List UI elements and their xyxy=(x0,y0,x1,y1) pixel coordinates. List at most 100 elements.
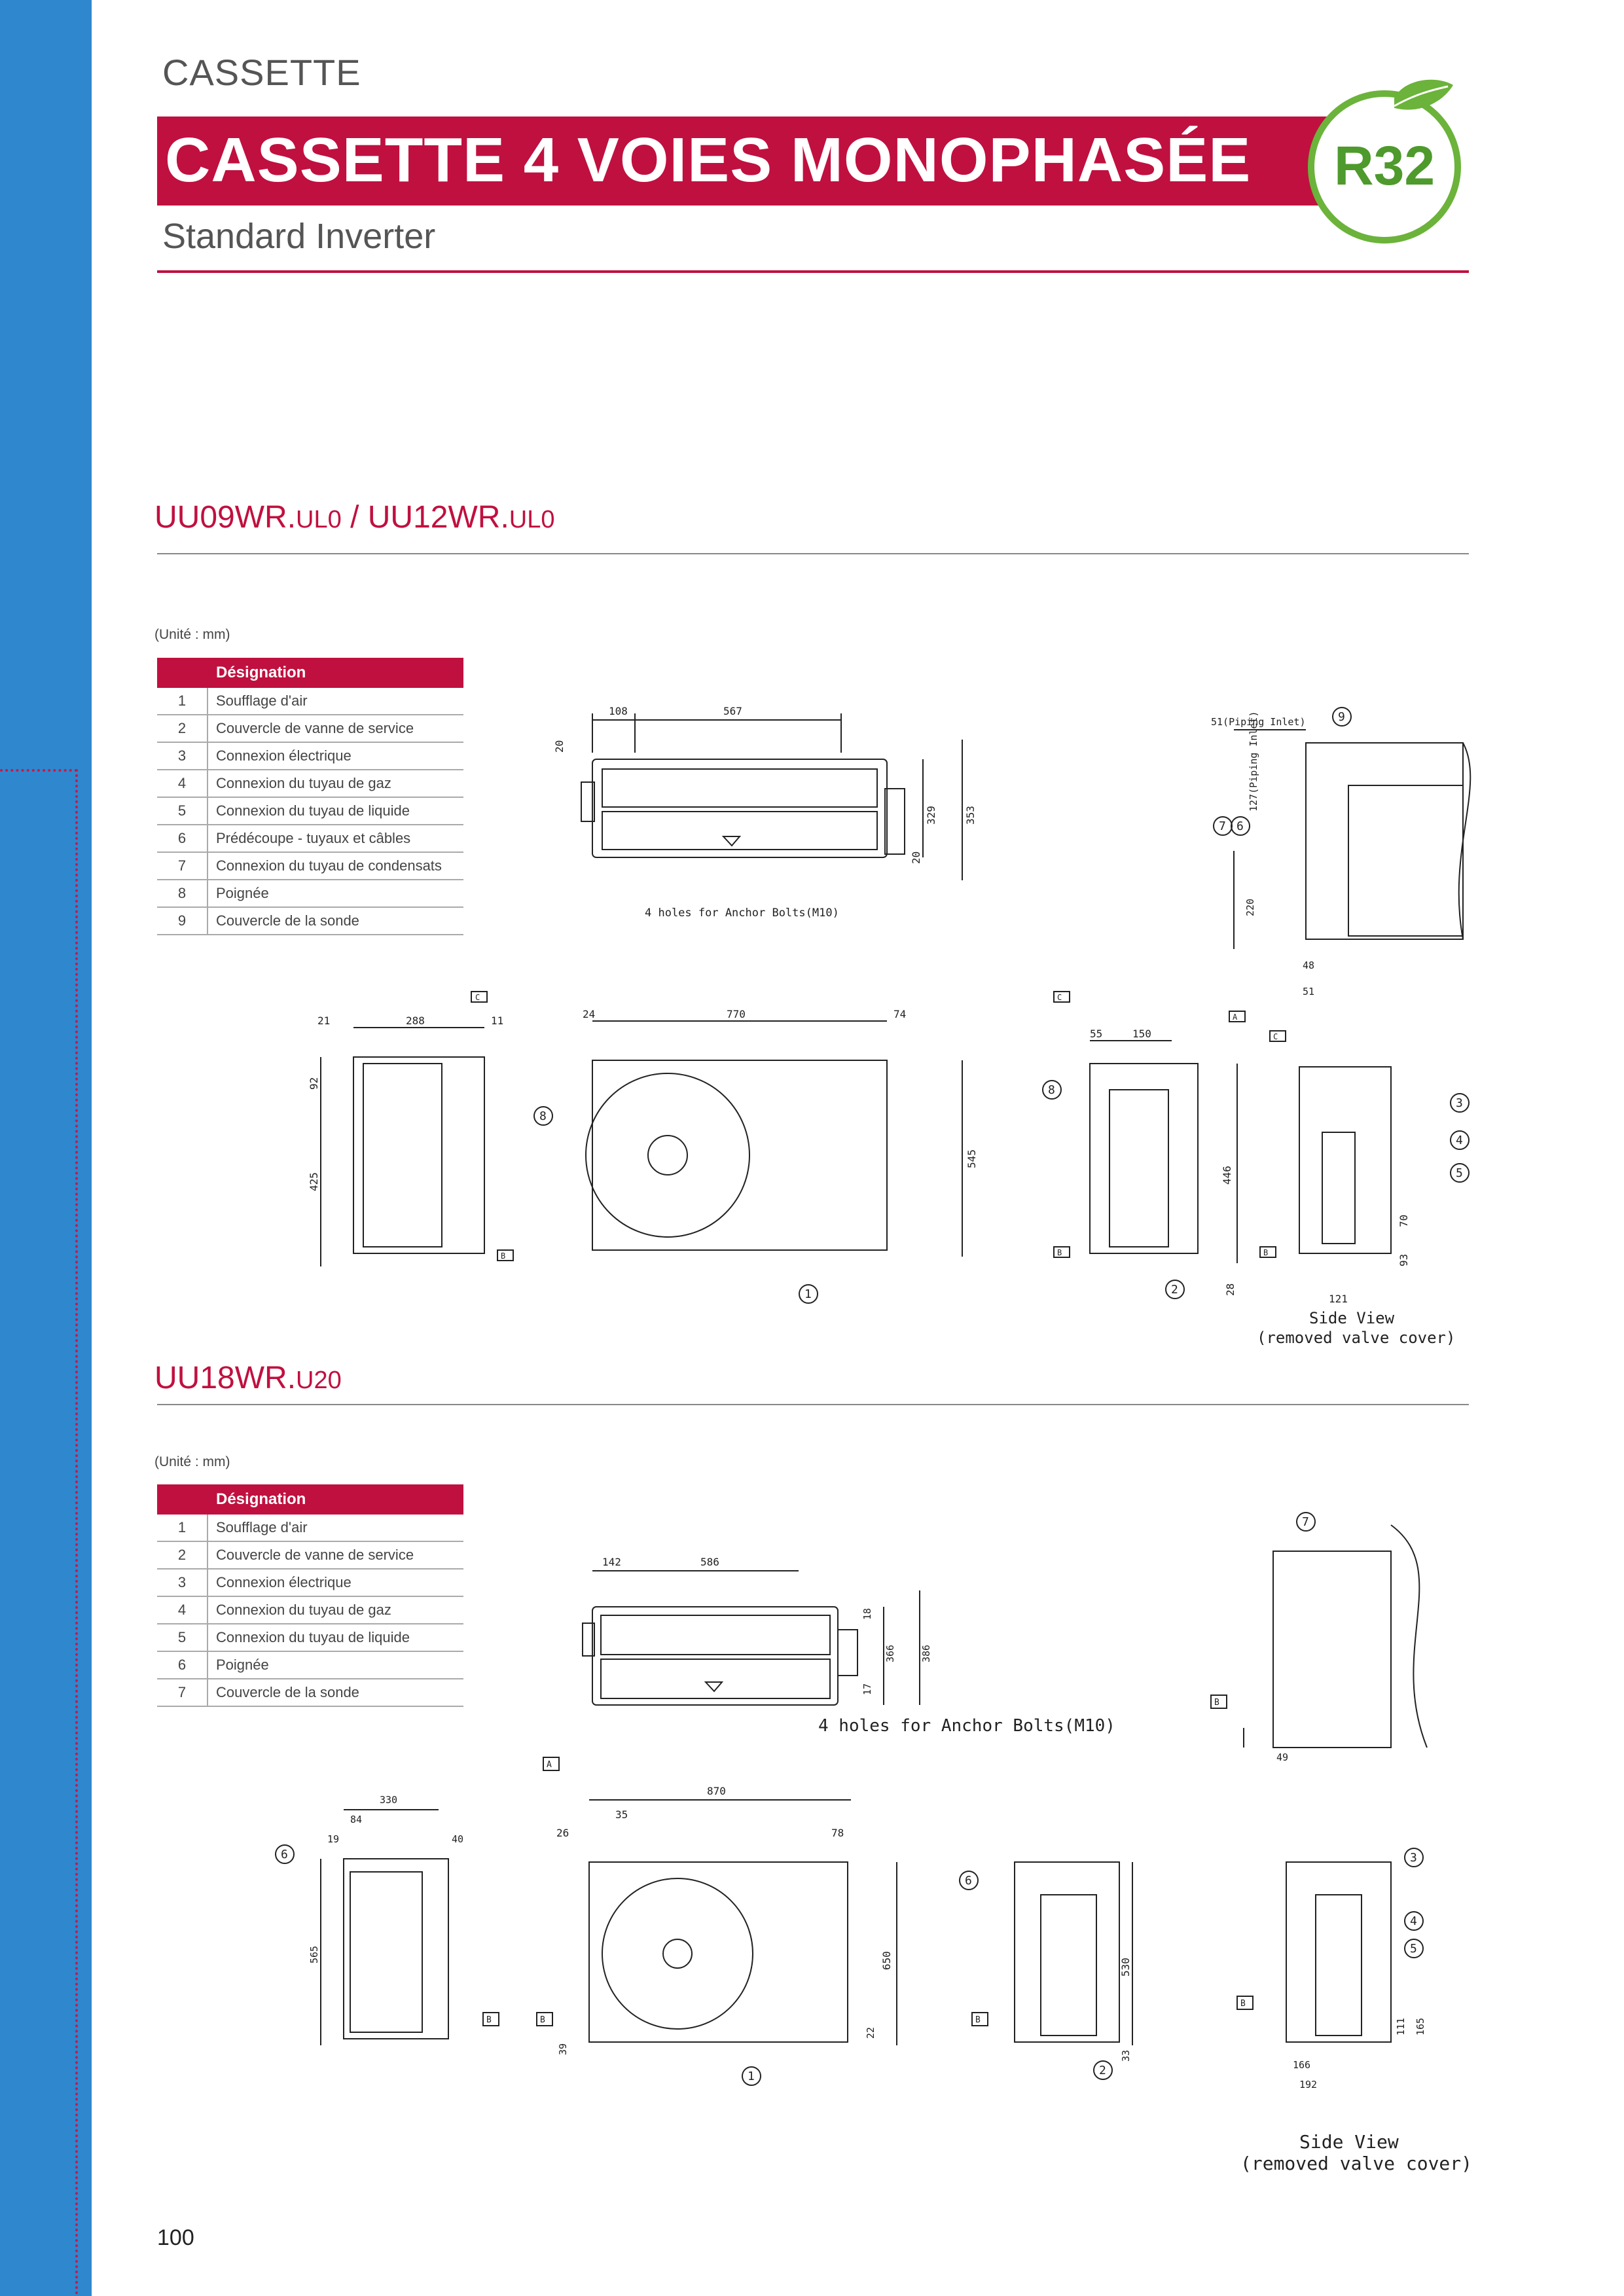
dim-label: 33 xyxy=(1120,2050,1132,2062)
svg-text:3: 3 xyxy=(1456,1096,1463,1110)
left-view-2: 330 84 19 40 565 6 B xyxy=(275,1794,499,2045)
leaf-icon xyxy=(1394,79,1453,110)
header-divider xyxy=(157,270,1469,273)
marker-1-2 xyxy=(742,2066,761,2086)
svg-text:4: 4 xyxy=(1456,1134,1463,1147)
dim-label: 353 xyxy=(964,806,977,825)
dim-label: 150 xyxy=(1132,1028,1151,1040)
marker-8b xyxy=(1042,1080,1062,1100)
marker-2 xyxy=(1165,1280,1185,1299)
dim-label: 93 xyxy=(1398,1254,1410,1266)
dim-label: 166 xyxy=(1293,2059,1310,2071)
marker-6-2 xyxy=(275,1844,295,1864)
svg-text:8: 8 xyxy=(539,1109,547,1123)
dim-label: 48 xyxy=(1303,960,1314,971)
dim-label: 20 xyxy=(553,740,566,753)
svg-text:5: 5 xyxy=(1456,1166,1463,1180)
page-subtitle: Standard Inverter xyxy=(162,217,436,256)
dim-label: 545 xyxy=(965,1149,978,1168)
svg-text:6: 6 xyxy=(281,1848,288,1861)
dim-label: 40 xyxy=(452,1833,463,1845)
model-name-c: UU18WR. xyxy=(154,1361,297,1395)
svg-text:7: 7 xyxy=(1302,1515,1309,1529)
piping-inlet-label: 127(Piping Inlet) xyxy=(1248,711,1259,812)
dim-label: 22 xyxy=(865,2027,876,2039)
front-view: 24 770 74 545 8 1 B xyxy=(497,1008,978,1304)
dim-label: 51 xyxy=(1303,986,1314,997)
marker-6-3 xyxy=(959,1871,979,1890)
anchor-note: 4 holes for Anchor Bolts(M10) xyxy=(818,1716,1115,1736)
technical-drawing-2: 142 586 18 366 386 17 4 holes for Anchor… xyxy=(275,1512,1472,2174)
svg-text:C: C xyxy=(1057,993,1062,1002)
svg-text:2: 2 xyxy=(1171,1283,1178,1297)
svg-text:B: B xyxy=(1214,1698,1219,1708)
dim-label: 530 xyxy=(1119,1958,1132,1977)
dim-label: 192 xyxy=(1299,2079,1317,2090)
anchor-note: 4 holes for Anchor Bolts(M10) xyxy=(645,906,839,920)
svg-text:B: B xyxy=(1057,1248,1062,1257)
front-view-2: 870 35 26 78 650 22 39 1 A B xyxy=(536,1757,897,2086)
model-suffix-b: UL0 xyxy=(509,506,555,533)
svg-text:2: 2 xyxy=(1099,2064,1106,2077)
dim-label: 78 xyxy=(831,1827,844,1839)
svg-text:6: 6 xyxy=(965,1874,972,1888)
svg-text:A: A xyxy=(1233,1013,1238,1022)
dim-label: 111 xyxy=(1395,2018,1407,2036)
model-name-a: UU09WR. xyxy=(154,500,297,535)
svg-text:C: C xyxy=(1273,1032,1278,1041)
svg-text:9: 9 xyxy=(1338,710,1345,724)
marker-7-2 xyxy=(1296,1512,1316,1532)
dim-label: 28 xyxy=(1224,1283,1236,1296)
dim-label: 11 xyxy=(491,1014,503,1027)
dim-label: 70 xyxy=(1398,1215,1410,1227)
svg-text:4: 4 xyxy=(1410,1914,1417,1928)
svg-text:8: 8 xyxy=(1048,1083,1055,1097)
category-label: CASSETTE xyxy=(162,52,361,93)
dim-label: 17 xyxy=(861,1683,873,1695)
left-view: 21 288 11 92 425 C xyxy=(308,991,503,1266)
model-divider-1 xyxy=(157,553,1469,554)
dim-label: 74 xyxy=(893,1008,906,1020)
marker-4-2 xyxy=(1404,1911,1424,1931)
dim-label: 19 xyxy=(327,1833,339,1845)
marker-9 xyxy=(1332,707,1352,726)
svg-text:B: B xyxy=(540,2015,545,2025)
dim-label: 49 xyxy=(1276,1751,1288,1763)
marker-1 xyxy=(799,1284,818,1304)
dim-label: 21 xyxy=(317,1014,330,1027)
model-suffix-a: UL0 xyxy=(296,506,342,533)
unit-note-1: (Unité : mm) xyxy=(154,627,230,642)
dim-label: 84 xyxy=(350,1814,362,1825)
sidebar-divider-vertical xyxy=(75,769,78,2296)
dim-label: 386 xyxy=(920,1645,932,1662)
svg-text:A: A xyxy=(547,1760,552,1770)
dim-label: 165 xyxy=(1415,2018,1426,2036)
dim-label: 39 xyxy=(557,2043,569,2055)
badge-label: R32 xyxy=(1334,135,1435,196)
side-view-label: Side View xyxy=(1309,1309,1395,1327)
svg-text:B: B xyxy=(975,2015,981,2025)
svg-text:6: 6 xyxy=(1236,819,1244,833)
dim-label: 650 xyxy=(880,1951,893,1970)
model-name-b: UU12WR. xyxy=(367,500,509,535)
page-title: CASSETTE 4 VOIES MONOPHASÉE xyxy=(165,125,1252,195)
marker-8 xyxy=(533,1106,553,1126)
top-view: 108 567 20 329 353 20 4 holes for Anchor… xyxy=(553,705,977,920)
technical-drawing-1: 108 567 20 329 353 20 4 holes for Anchor… xyxy=(308,705,1471,1347)
piping-inlet-label: 51(Piping Inlet) xyxy=(1211,716,1306,728)
sidebar-divider xyxy=(0,769,77,772)
marker-3-2 xyxy=(1404,1848,1424,1867)
dim-label: 108 xyxy=(609,705,628,717)
legend-header: Désignation xyxy=(157,1484,463,1515)
marker-5-2 xyxy=(1404,1939,1424,1958)
